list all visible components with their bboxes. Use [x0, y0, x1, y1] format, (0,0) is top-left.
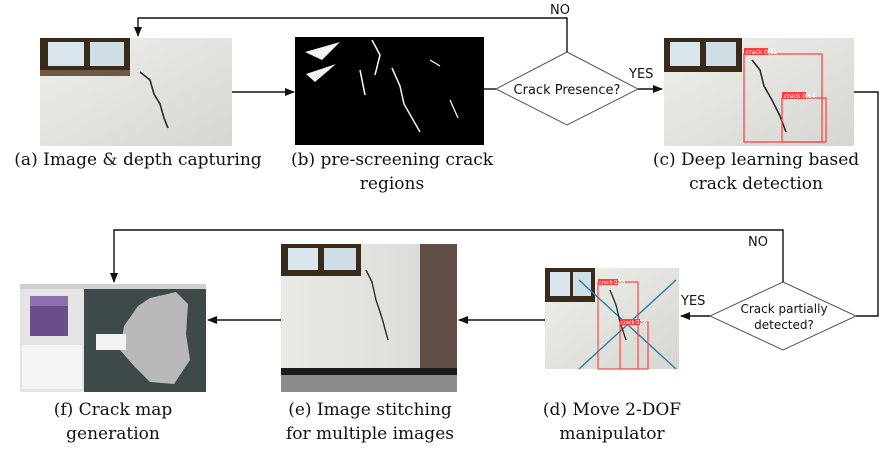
caption-b: (b) pre-screening crack regions [275, 148, 509, 196]
image-e-stitched [281, 244, 457, 392]
decision-partial-label-l1: Crack partially [740, 302, 827, 316]
caption-f: (f) Crack map generation [20, 398, 206, 446]
caption-f-line1: (f) Crack map [53, 400, 173, 420]
image-a-wall-photo [40, 38, 232, 146]
label-no-bottom: NO [748, 235, 768, 250]
caption-c-line2: crack detection [689, 174, 823, 194]
label-yes-right: YES [628, 67, 653, 82]
detection-label-c2: crack 0.64 [784, 93, 816, 100]
caption-e-line1: (e) Image stitching [288, 400, 452, 420]
decision-crack-presence-diamond [494, 51, 640, 126]
caption-f-line2: generation [66, 424, 160, 444]
label-no-top: NO [550, 3, 570, 18]
detection-label-c1: crack 0.82 [746, 49, 778, 56]
label-yes-bottom: YES [680, 294, 705, 309]
arrow-partial-no-loop [110, 229, 784, 283]
caption-c-line1: (c) Deep learning based [652, 150, 860, 170]
caption-c: (c) Deep learning based crack detection [638, 148, 874, 196]
decision-crack-presence-label: Crack Presence? [514, 83, 621, 98]
detection-label-d2: crack 0.56 [621, 320, 647, 326]
arrow-decision-no-loop [134, 17, 568, 52]
caption-b-line1: (b) pre-screening crack [290, 150, 494, 170]
image-b-binary-mask [295, 37, 484, 145]
image-f-crack-map-ui [20, 284, 206, 392]
caption-a: (a) Image & depth capturing [0, 148, 276, 172]
decision-partial-detection-diamond [708, 281, 858, 351]
caption-b-line2: regions [359, 174, 425, 194]
decision-partial-label-l2: detected? [754, 318, 814, 332]
image-d-manipulator: crack 0.88 crack 0.56 [545, 268, 679, 370]
caption-e-line2: for multiple images [286, 424, 454, 444]
caption-a-line1: (a) Image & depth capturing [14, 150, 262, 170]
caption-d-line2: manipulator [559, 424, 665, 444]
flow-connectors [110, 17, 879, 324]
caption-e: (e) Image stitching for multiple images [270, 398, 470, 446]
caption-d: (d) Move 2-DOF manipulator [520, 398, 704, 446]
detection-label-d1: crack 0.88 [599, 280, 625, 286]
image-c-detection: crack 0.82 crack 0.64 [664, 38, 854, 146]
connector-c-to-partial [854, 91, 879, 317]
caption-d-line1: (d) Move 2-DOF [542, 400, 682, 420]
